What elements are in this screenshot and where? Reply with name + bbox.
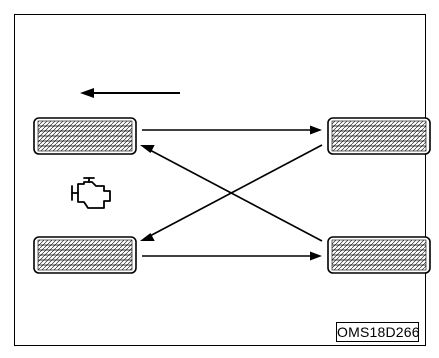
- figure-code-label: OMS18D266: [336, 322, 420, 342]
- engine-icon: [71, 177, 111, 209]
- tire-front-right: [327, 117, 431, 155]
- rotation-arrow-front-right-to-rear-left: [140, 144, 323, 241]
- rotation-arrow-front-left-to-front-right: [142, 125, 322, 135]
- diagram-frame: [14, 14, 426, 346]
- tire-front-left: [33, 117, 137, 155]
- tire-rear-right: [327, 236, 431, 274]
- front-direction-arrow-icon: [80, 88, 180, 98]
- rotation-arrow-rear-right-to-front-left: [140, 145, 323, 242]
- tire-rear-left: [33, 236, 137, 274]
- rotation-arrow-rear-left-to-rear-right: [142, 251, 322, 261]
